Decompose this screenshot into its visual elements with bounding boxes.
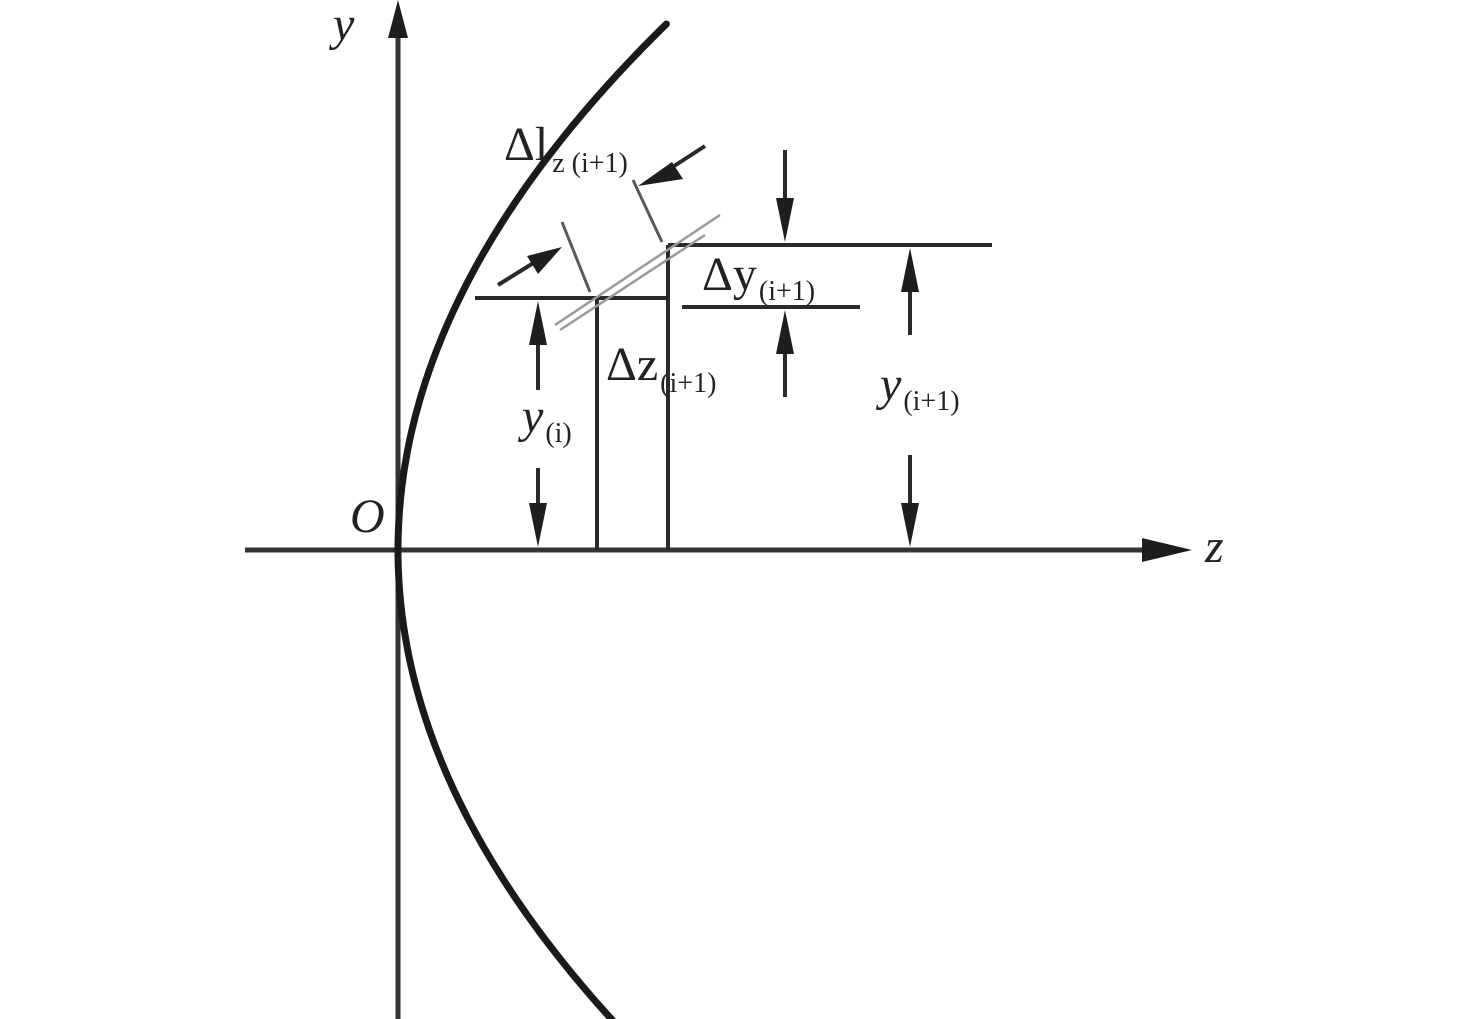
y-i1-main: y xyxy=(875,358,902,411)
y-i-top-head xyxy=(529,301,547,345)
delta-l-extension-1 xyxy=(560,221,592,293)
y-i1-label: y(i+1) xyxy=(875,358,960,417)
delta-z-main: Δz xyxy=(606,338,658,391)
delta-y-sub: (i+1) xyxy=(759,276,815,307)
y-i-sub: (i) xyxy=(545,418,571,449)
z-axis-label: z xyxy=(1204,520,1224,573)
z-axis-arrowhead xyxy=(1142,538,1192,562)
delta-y-main: Δy xyxy=(702,248,757,301)
y-i-bottom-head xyxy=(529,503,547,547)
z-axis xyxy=(245,538,1192,562)
delta-l-extension-2 xyxy=(631,179,664,243)
y-i1-top-head xyxy=(901,248,919,292)
y-axis-arrowhead xyxy=(388,0,408,38)
delta-l-arrow-left-head xyxy=(527,247,562,274)
y-i1-arrows xyxy=(901,248,919,547)
y-i1-sub: (i+1) xyxy=(903,386,959,417)
delta-y-bottom-head xyxy=(776,310,794,354)
delta-z-label: Δz(i+1) xyxy=(606,338,716,399)
y-i1-bottom-head xyxy=(901,503,919,547)
y-i-label: y(i) xyxy=(517,390,572,449)
origin-label: O xyxy=(350,490,385,543)
chord-line xyxy=(559,233,706,332)
delta-y-arrows xyxy=(776,150,794,397)
delta-z-sub: (i+1) xyxy=(660,368,716,399)
delta-l-arrow-left-shaft xyxy=(496,260,537,287)
tangent-line xyxy=(554,213,721,327)
y-i-arrows xyxy=(529,301,547,547)
delta-y-top-head xyxy=(776,198,794,242)
y-axis-label: y xyxy=(328,0,355,51)
y-i-main: y xyxy=(517,390,544,443)
delta-y-label: Δy(i+1) xyxy=(702,248,815,307)
delta-l-main: Δl xyxy=(504,118,548,171)
delta-l-sub: z (i+1) xyxy=(552,148,628,179)
delta-l-arrow-right-head xyxy=(638,162,683,186)
delta-l-arrows xyxy=(496,144,707,287)
parabola-curve xyxy=(394,20,670,1019)
